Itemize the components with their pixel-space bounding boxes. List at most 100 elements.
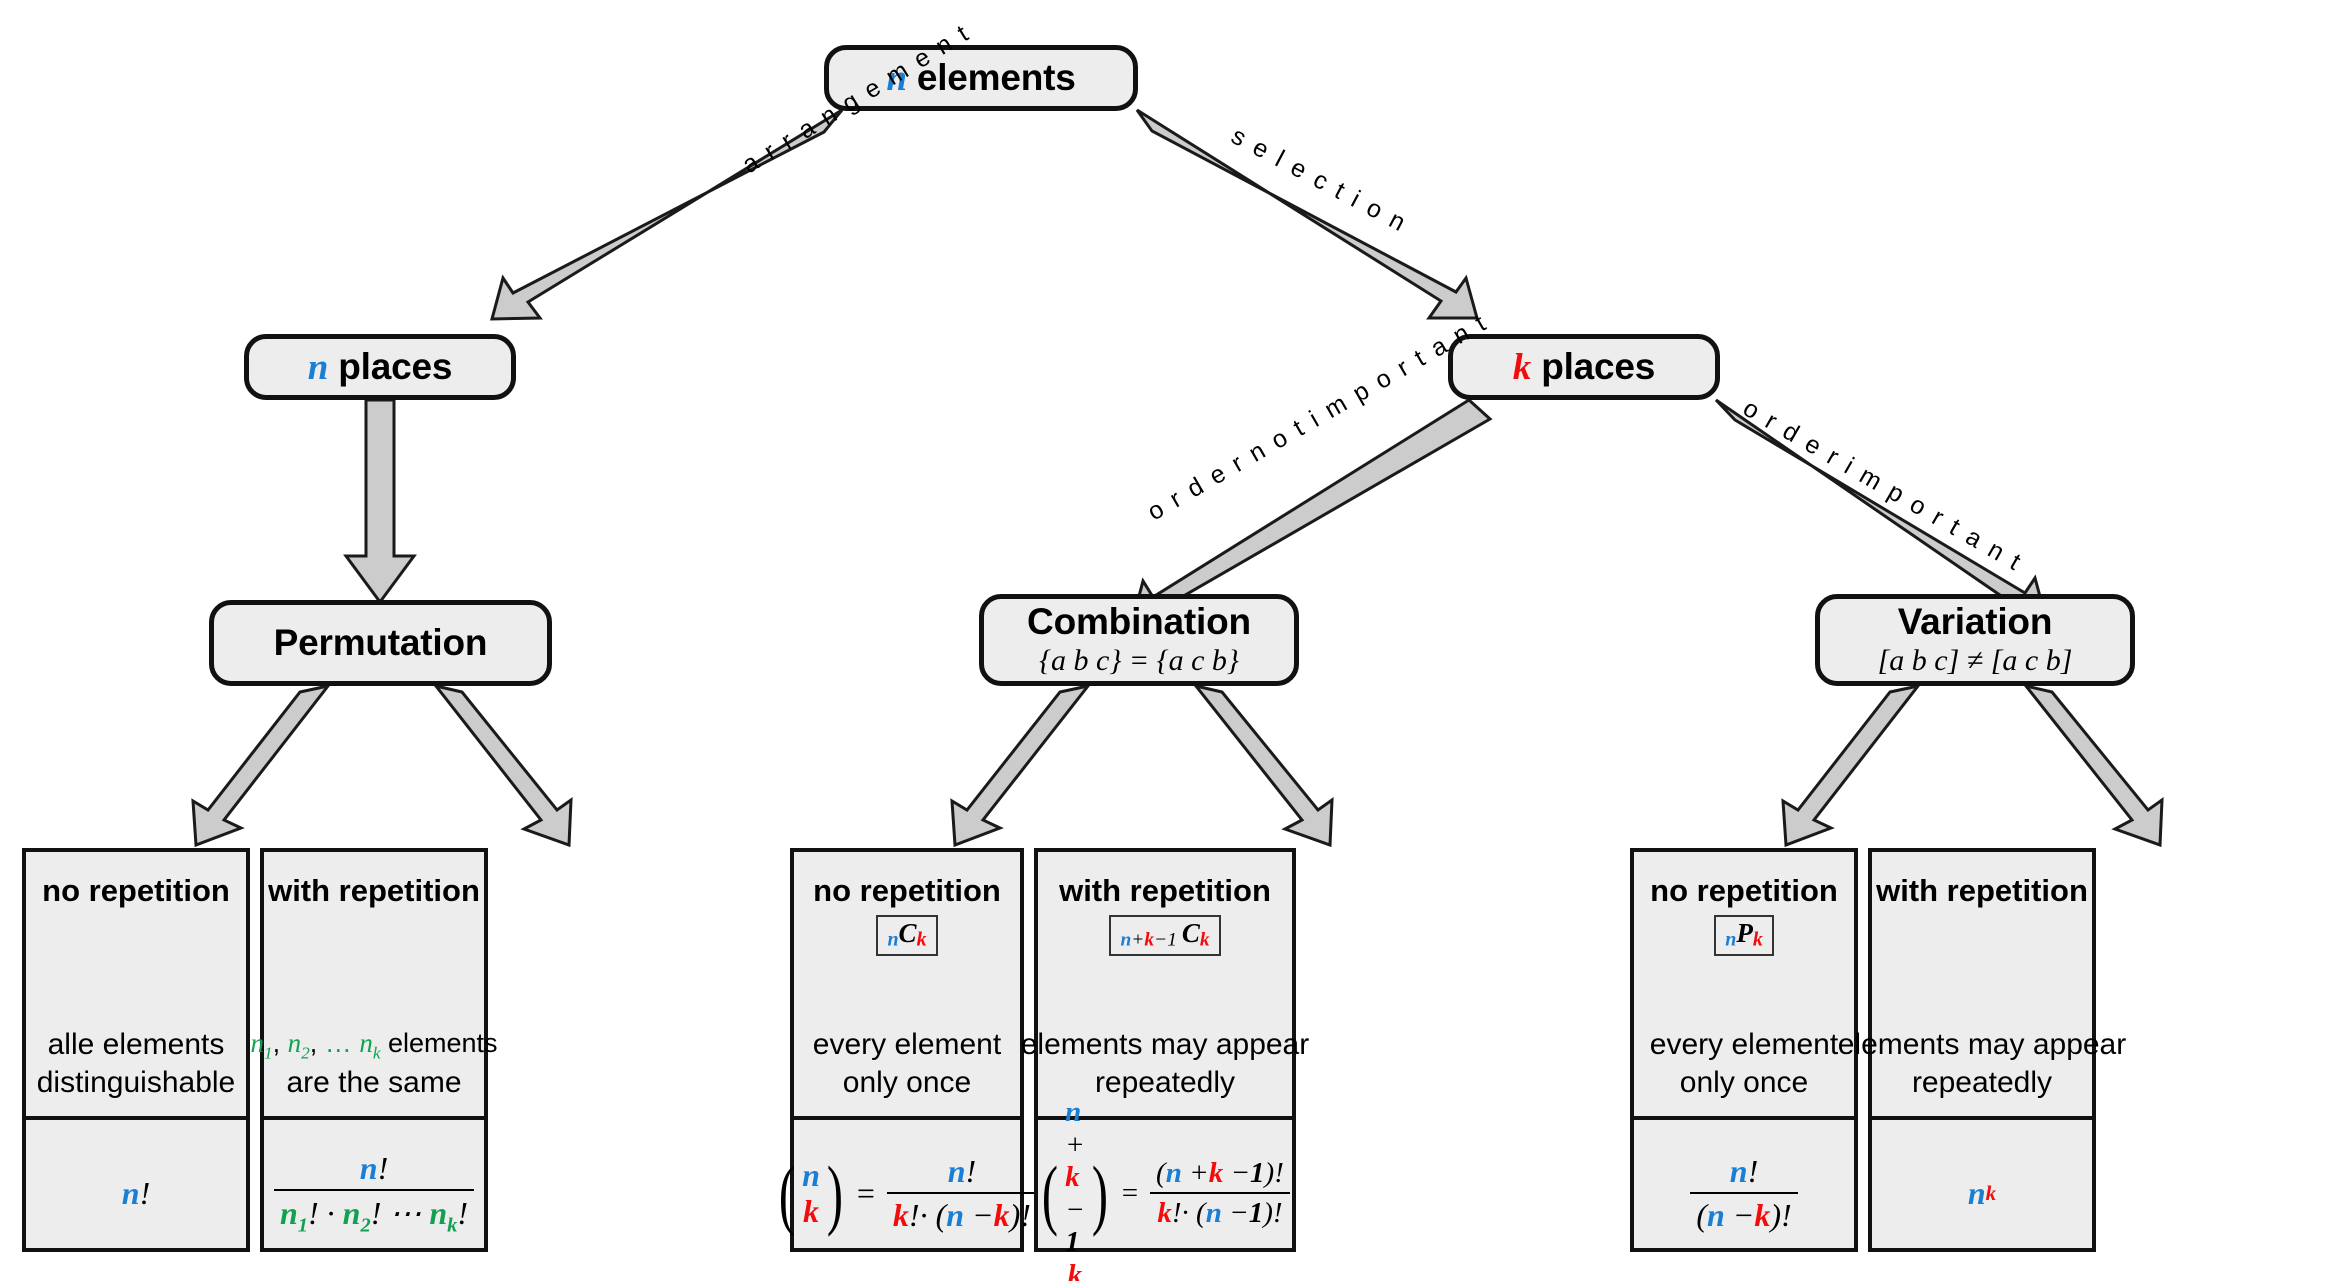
arrow-variation-to-with-repetition [2022, 683, 2164, 848]
denominator: (n −k)! [1696, 1197, 1792, 1234]
fraction-bar [1150, 1192, 1290, 1195]
var-n1: n1 [250, 1028, 273, 1063]
arrow-combination-to-no-repetition [950, 683, 1092, 848]
binomial-coefficient: ( n k ) [779, 1149, 843, 1237]
node-k-places-label: k places [1512, 345, 1656, 388]
numerator: (n +k −1)! [1156, 1157, 1284, 1190]
card-variation-with-repetition[interactable]: with repetition elements may appear repe… [1838, 848, 2127, 1252]
card-formula: n! (n −k)! [1634, 1120, 1854, 1268]
arrow-combination-to-with-repetition [1192, 683, 1334, 848]
right-paren: ) [826, 1149, 843, 1237]
card-header: no repetition [42, 873, 230, 908]
arrow-permutation-to-no-repetition [191, 683, 332, 848]
card-header: with repetition [1059, 873, 1271, 908]
node-root-text: elements [906, 56, 1076, 98]
node-variation[interactable]: Variation [a b c] ≠ [a c b] [1815, 594, 2135, 686]
card-description: alle elements distinguishable [26, 1026, 246, 1116]
fraction: n! (n −k)! [1690, 1153, 1798, 1234]
node-root-n-elements[interactable]: n elements [824, 45, 1138, 111]
desc-line: alle elements [47, 1028, 225, 1061]
card-divider [1038, 1115, 1292, 1120]
arrow-root-to-k-places [1135, 108, 1479, 320]
fraction-bar [886, 1192, 1037, 1195]
node-combination-subtitle: {a b c} = {a c b} [1039, 644, 1239, 678]
node-n-places-label: n places [307, 346, 453, 388]
arrow-variation-to-no-repetition [1781, 683, 1922, 848]
card-top: no repetition nCk [794, 852, 1020, 1026]
card-divider [794, 1115, 1020, 1120]
notation-badge-nPk: nPk [1714, 915, 1774, 956]
card-header: with repetition [1876, 873, 2088, 908]
var-k-exponent: k [1985, 1181, 1997, 1206]
binomial-coefficient: ( n + k − 1 k ) [1042, 1096, 1108, 1281]
card-top: with repetition n+k−1 Ck [1038, 852, 1292, 1026]
edge-label-order-important: o r d e r i m p o r t a n t [1738, 393, 2028, 578]
node-permutation[interactable]: Permutation [209, 600, 552, 686]
fraction-bar [273, 1189, 475, 1192]
desc-line: only once [842, 1065, 972, 1099]
node-variation-subtitle: [a b c] ≠ [a c b] [1877, 644, 2073, 678]
fraction: n! k!· (n −k)! [886, 1153, 1037, 1234]
edge-label-selection: s e l e c t i o n [1226, 121, 1413, 238]
card-divider [1634, 1115, 1854, 1120]
card-permutation-with-repetition[interactable]: with repetition n1, n2, … nk elements ar… [250, 848, 498, 1252]
card-formula: ( n + k − 1 k ) = (n +k −1)! k!· (n −1 [1038, 1096, 1292, 1281]
node-combination[interactable]: Combination {a b c} = {a c b} [979, 594, 1299, 686]
equals-sign: = [856, 1175, 875, 1212]
card-permutation-no-repetition[interactable]: no repetition alle elements distinguisha… [22, 848, 250, 1252]
node-n-places[interactable]: n places [244, 334, 516, 400]
var-n: n [886, 57, 907, 99]
desc-line: only once [1679, 1065, 1809, 1099]
arrow-permutation-to-with-repetition [432, 683, 573, 848]
node-variation-title: Variation [1897, 600, 2053, 642]
arrow-n-places-to-permutation [343, 398, 417, 605]
denominator: n1! · n2! ⋯ nk! [279, 1195, 469, 1237]
numerator: n! [359, 1150, 389, 1187]
desc-line: every element [1649, 1028, 1839, 1061]
card-divider [264, 1115, 484, 1120]
card-top: no repetition nPk [1634, 852, 1854, 1026]
var-k: k [1512, 346, 1532, 388]
equals-sign: = [1121, 1177, 1139, 1210]
right-paren: ) [1091, 1149, 1108, 1237]
left-paren: ( [779, 1149, 796, 1237]
card-divider [26, 1115, 246, 1120]
numerator: n! [1729, 1153, 1759, 1190]
ellipsis: … [324, 1028, 352, 1058]
node-k-places[interactable]: k places [1448, 334, 1720, 400]
card-description: elements may appear repeatedly [1838, 1026, 2127, 1116]
desc-line: every element [812, 1028, 1002, 1061]
left-paren: ( [1042, 1149, 1059, 1237]
card-top: with repetition [1872, 852, 2092, 1026]
var-n: n [1967, 1175, 1986, 1212]
numerator: n! [947, 1153, 977, 1190]
fraction: n! n1! · n2! ⋯ nk! [273, 1150, 475, 1237]
node-combination-title: Combination [1027, 600, 1251, 642]
desc-word-elements: elements [380, 1028, 498, 1058]
node-k-places-text: places [1531, 345, 1656, 387]
fraction-bar [1690, 1192, 1798, 1195]
card-formula: ( n k ) = n! k!· (n −k)! [779, 1120, 1037, 1268]
notation-badge-npkm1Ck: n+k−1 Ck [1109, 915, 1221, 956]
var-n2: n2 [287, 1028, 310, 1063]
card-top: with repetition [264, 852, 484, 1026]
card-formula: n! n1! · n2! ⋯ nk! [264, 1120, 484, 1268]
card-combination-with-repetition[interactable]: with repetition n+k−1 Ck elements may ap… [1021, 848, 1309, 1281]
desc-line: repeatedly [1094, 1065, 1236, 1099]
edge-label-order-not-important: o r d e r n o t i m p o r t a n t [1142, 308, 1493, 527]
card-top: no repetition [26, 852, 246, 1026]
desc-line: n1, n2, … nk elements [250, 1028, 498, 1063]
card-variation-no-repetition[interactable]: no repetition nPk every element only onc… [1630, 848, 1858, 1252]
var-n: n [307, 346, 329, 388]
desc-line: distinguishable [36, 1065, 236, 1099]
card-description: every element only once [1634, 1026, 1854, 1116]
card-divider [1872, 1115, 2092, 1120]
card-description: n1, n2, … nk elements are the same [250, 1026, 497, 1116]
card-combination-no-repetition[interactable]: no repetition nCk every element only onc… [779, 848, 1037, 1252]
node-root-label: n elements [886, 56, 1076, 99]
denominator: k!· (n −k)! [892, 1197, 1031, 1234]
card-description: every element only once [794, 1026, 1020, 1116]
factorial-sign: ! [139, 1175, 151, 1212]
desc-line: are the same [286, 1066, 462, 1100]
